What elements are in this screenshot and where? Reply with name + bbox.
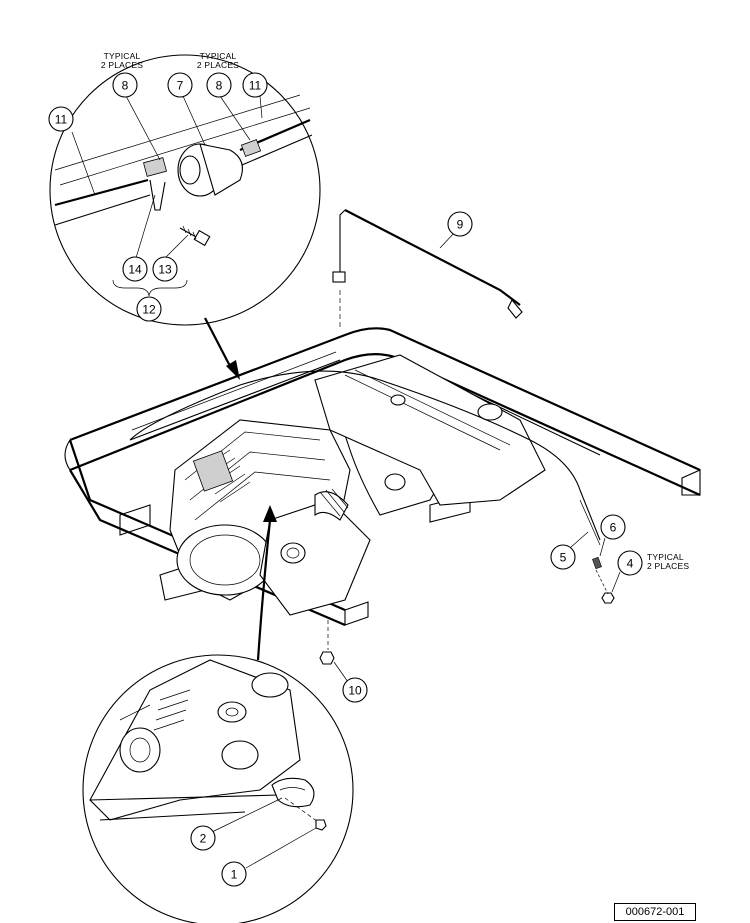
callout-2: 2 (190, 825, 216, 851)
note-typical-right: TYPICAL 2 PLACES (197, 51, 239, 70)
svg-text:14: 14 (128, 263, 142, 277)
callout-6: 6 (600, 514, 626, 540)
svg-text:TYPICAL: TYPICAL (647, 552, 684, 562)
svg-text:13: 13 (158, 263, 172, 277)
callout-5: 5 (550, 544, 576, 570)
detail-view-fuel-filter (49, 54, 321, 326)
note-typical-4: TYPICAL 2 PLACES (647, 552, 689, 571)
callout-1: 1 (221, 861, 247, 887)
callout-8-left: 8 (112, 72, 138, 98)
callout-7: 7 (167, 72, 193, 98)
note-typical-left: TYPICAL 2 PLACES (101, 51, 143, 70)
svg-text:2 PLACES: 2 PLACES (197, 60, 239, 70)
svg-text:2 PLACES: 2 PLACES (647, 561, 689, 571)
svg-text:6: 6 (610, 521, 617, 535)
detail-pointer-arrow-bottom (256, 519, 272, 661)
fuel-line-5 (129, 370, 621, 604)
svg-text:11: 11 (249, 79, 262, 93)
svg-text:TYPICAL: TYPICAL (200, 51, 237, 61)
svg-text:4: 4 (627, 557, 634, 571)
callout-8-right: 8 (206, 72, 232, 98)
svg-text:12: 12 (142, 303, 156, 317)
part-9-rod (332, 209, 523, 330)
callout-10: 10 (342, 677, 368, 703)
svg-text:2: 2 (200, 832, 207, 846)
callout-11-left: 11 (48, 106, 74, 132)
svg-text:1: 1 (231, 868, 238, 882)
callout-12: 12 (136, 296, 162, 322)
part-10-nut (319, 620, 349, 683)
callout-14: 14 (122, 256, 148, 282)
figure-id-label: 000672-001 (614, 903, 696, 921)
arrow-head-icon (226, 360, 240, 380)
detail-view-transaxle (82, 654, 354, 923)
engine-assembly (169, 354, 546, 616)
svg-text:TYPICAL: TYPICAL (104, 51, 141, 61)
callout-9: 9 (447, 211, 473, 237)
callout-4: 4 (617, 550, 643, 576)
svg-text:5: 5 (560, 551, 567, 565)
svg-text:2 PLACES: 2 PLACES (101, 60, 143, 70)
svg-text:10: 10 (348, 684, 362, 698)
svg-text:9: 9 (457, 218, 464, 232)
svg-text:7: 7 (177, 79, 184, 93)
svg-text:8: 8 (216, 79, 223, 93)
detail-pointer-arrow (204, 317, 233, 371)
callout-11-right: 11 (242, 72, 268, 98)
callout-13: 13 (152, 256, 178, 282)
svg-text:11: 11 (55, 113, 68, 127)
svg-text:8: 8 (122, 79, 129, 93)
arrow-head-icon (263, 505, 277, 522)
